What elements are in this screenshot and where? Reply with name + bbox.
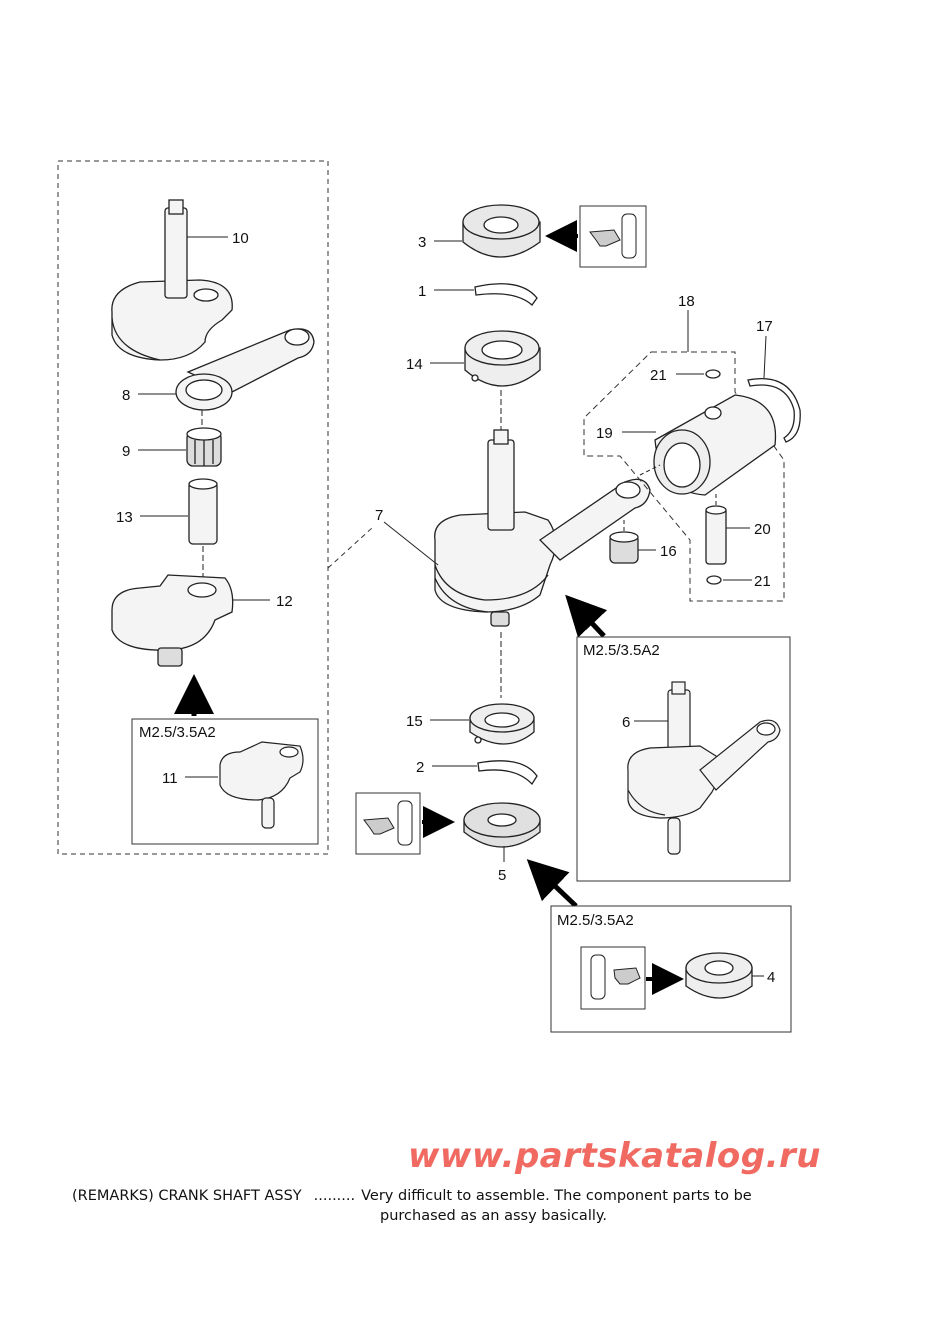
- part-13-crank-pin: [188, 478, 218, 545]
- remarks-label: (REMARKS) CRANK SHAFT ASSY: [72, 1188, 302, 1204]
- callout-17: 17: [756, 318, 773, 335]
- variant-box-right-label: M2.5/3.5A2: [583, 642, 660, 659]
- part-2-circlip: [477, 760, 538, 786]
- callout-14: 14: [406, 356, 423, 373]
- callout-15: 15: [406, 713, 423, 730]
- callout-10: 10: [232, 230, 249, 247]
- part-9-needle-bearing: [186, 427, 222, 467]
- part-20-piston-pin: [705, 505, 727, 565]
- left-assembly-dashed-frame: [57, 160, 329, 855]
- part-10-upper-crank-half: [111, 199, 233, 361]
- arrow-to-5: [526, 859, 578, 908]
- callout-6: 6: [622, 714, 630, 731]
- callout-3: 3: [418, 234, 426, 251]
- remarks-dots: .........: [313, 1188, 356, 1204]
- part-1-circlip: [474, 283, 538, 306]
- part-7-crankshaft: [434, 429, 651, 627]
- callout-7: 7: [375, 507, 383, 524]
- group-leader-7: [327, 527, 373, 569]
- part-21-clip-upper: [705, 369, 721, 379]
- part-21-clip-lower: [706, 575, 722, 585]
- grease-icon-bottom: [590, 954, 641, 1000]
- part-12-lower-crank-half: [111, 574, 234, 667]
- callout-9: 9: [122, 443, 130, 460]
- callout-21-upper: 21: [650, 367, 667, 384]
- variant-box-bottom-label: M2.5/3.5A2: [557, 912, 634, 929]
- callout-19: 19: [596, 425, 613, 442]
- variant-box-left-label: M2.5/3.5A2: [139, 724, 216, 741]
- callout-12: 12: [276, 593, 293, 610]
- remarks-line1: Very difficult to assemble. The componen…: [361, 1188, 752, 1204]
- callout-2: 2: [416, 759, 424, 776]
- part-3-oil-seal: [462, 204, 541, 258]
- part-8-connecting-rod: [175, 328, 315, 411]
- watermark: www.partskatalog.ru: [408, 1136, 822, 1176]
- callout-13: 13: [116, 509, 133, 526]
- part-17-piston-ring: [747, 378, 801, 443]
- callout-8: 8: [122, 387, 130, 404]
- remarks: (REMARKS) CRANK SHAFT ASSY......... Very …: [72, 1186, 752, 1224]
- callout-18: 18: [678, 293, 695, 310]
- callout-1: 1: [418, 283, 426, 300]
- callout-20: 20: [754, 521, 771, 538]
- grease-icon-left: [363, 800, 413, 846]
- part-14-ball-bearing: [464, 330, 541, 387]
- remarks-line2: purchased as an assy basically.: [380, 1208, 608, 1224]
- callout-21-lower: 21: [754, 573, 771, 590]
- callout-16: 16: [660, 543, 677, 560]
- part-5-oil-seal: [463, 802, 541, 848]
- part-11-lower-crank-half-variant: [219, 741, 304, 829]
- part-16-needle-bearing: [609, 531, 639, 564]
- arrow-to-7: [565, 594, 608, 638]
- part-6-crankshaft-variant: [627, 681, 781, 855]
- grease-icon-top: [589, 213, 637, 259]
- piston-group-dashed-frame: [583, 351, 785, 602]
- part-19-piston: [653, 394, 777, 496]
- part-4-ball-bearing-variant: [685, 952, 753, 999]
- callout-5: 5: [498, 867, 506, 884]
- callout-4: 4: [767, 969, 775, 986]
- callout-11: 11: [162, 770, 178, 787]
- part-15-ball-bearing: [469, 703, 535, 745]
